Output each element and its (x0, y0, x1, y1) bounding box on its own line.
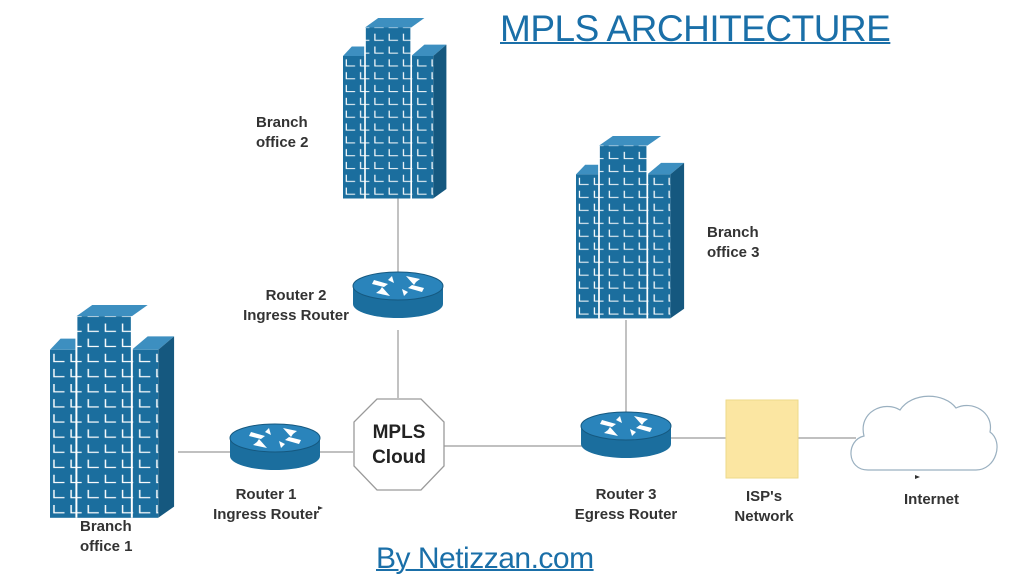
label-internet: Internet (904, 491, 960, 508)
marker-icon (318, 506, 323, 510)
cloud-icon[interactable] (850, 395, 998, 471)
label-line: Branch (707, 224, 759, 241)
label-line: Branch (256, 114, 308, 131)
octagon-icon[interactable] (353, 398, 445, 491)
building-icon (49, 304, 176, 519)
label-branch-office-3: Branch office 3 (707, 223, 760, 263)
label-branch-office-1: Branch office 1 (80, 517, 133, 557)
label-line: office 2 (256, 134, 309, 151)
connection-lines (178, 198, 856, 453)
label-branch-office-2: Branch office 2 (256, 113, 309, 153)
label-line: ISP's (745, 488, 783, 505)
label-mpls-cloud: MPLS Cloud (356, 420, 442, 470)
label-line: office 3 (707, 244, 760, 261)
label-line: office 1 (80, 538, 133, 555)
label-router-3: Router 3 Egress Router (568, 485, 684, 525)
label-line: Cloud (372, 447, 426, 468)
label-router-1: Router 1 Ingress Router (206, 485, 326, 525)
marker-icon (915, 475, 920, 479)
building-icon (575, 135, 685, 320)
label-line: Branch (80, 518, 132, 535)
label-isp-network: ISP's Network (726, 487, 802, 527)
sticky-note-icon[interactable] (725, 399, 799, 479)
label-line: Ingress Router (213, 506, 319, 523)
router-icon[interactable] (352, 271, 444, 319)
label-router-2: Router 2 Ingress Router (238, 286, 354, 326)
router-icon[interactable] (580, 411, 672, 459)
label-line: Router 2 (265, 287, 327, 304)
label-line: Network (734, 508, 794, 525)
footer-credit: By Netizzan.com (376, 542, 594, 575)
label-line: MPLS (372, 422, 426, 443)
label-line: Router 1 (235, 486, 297, 503)
label-line: Router 3 (595, 486, 657, 503)
building-icon (342, 17, 448, 200)
label-line: Egress Router (574, 506, 678, 523)
router-icon[interactable] (229, 423, 321, 471)
label-line: Ingress Router (243, 307, 349, 324)
page-title: MPLS ARCHITECTURE (500, 8, 891, 49)
